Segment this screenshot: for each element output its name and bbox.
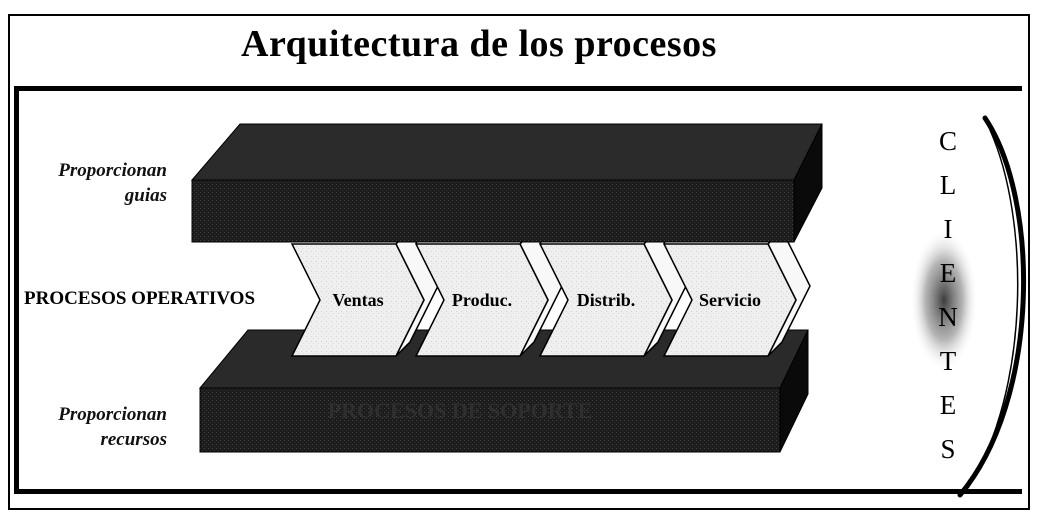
soporte-plate-side [779, 329, 809, 453]
process-chevron-face [414, 243, 549, 357]
estrategicos-plate [190, 123, 823, 243]
estrategicos-plate-side [793, 123, 823, 243]
label-guias-line1: Proporcionan [58, 160, 167, 181]
process-chevron-face [290, 243, 425, 357]
soporte-plate-label: PROCESOS DE SOPORTE [328, 398, 593, 423]
process-chevron-label: Ventas [332, 290, 383, 310]
process-chevron-label: Produc. [452, 290, 512, 310]
operative-process-chevrons: Ventas Produc. Distrib. Servicio [290, 228, 811, 357]
process-chevron-label: Distrib. [577, 290, 636, 310]
label-recursos: Proporcionan recursos [22, 402, 167, 452]
clientes-graphic [910, 115, 1026, 498]
label-guias-line2: guias [124, 185, 167, 206]
clientes-letter: E [939, 390, 957, 420]
estrategicos-plate-front [191, 179, 795, 243]
label-recursos-line2: recursos [100, 429, 167, 450]
clientes-arc [957, 115, 1026, 498]
process-chevron-face [538, 243, 673, 357]
process-chevron: Ventas [290, 228, 439, 357]
clientes-letter: N [938, 302, 958, 332]
process-chevron-label: Servicio [699, 290, 761, 310]
process-chevron: Servicio [662, 228, 811, 357]
clientes-letter: C [938, 126, 957, 156]
clientes-arc-inner [967, 129, 1019, 489]
estrategicos-plate-top [190, 123, 823, 181]
clientes-letter: L [939, 170, 957, 200]
clientes-letter: T [939, 346, 957, 376]
process-chevron: Produc. [414, 228, 563, 357]
diagram-panel [14, 86, 1022, 494]
label-guias: Proporcionan guias [22, 158, 167, 208]
page-title: Arquitectura de los procesos [241, 23, 717, 65]
clientes-letter: E [939, 258, 957, 288]
process-chevron-face [662, 243, 797, 357]
clientes-letter: S [940, 434, 956, 464]
label-procesos-operativos: PROCESOS OPERATIVOS [24, 288, 256, 309]
clientes-letter: I [943, 214, 953, 244]
label-recursos-line1: Proporcionan [58, 404, 167, 425]
clientes-glow [910, 228, 978, 372]
